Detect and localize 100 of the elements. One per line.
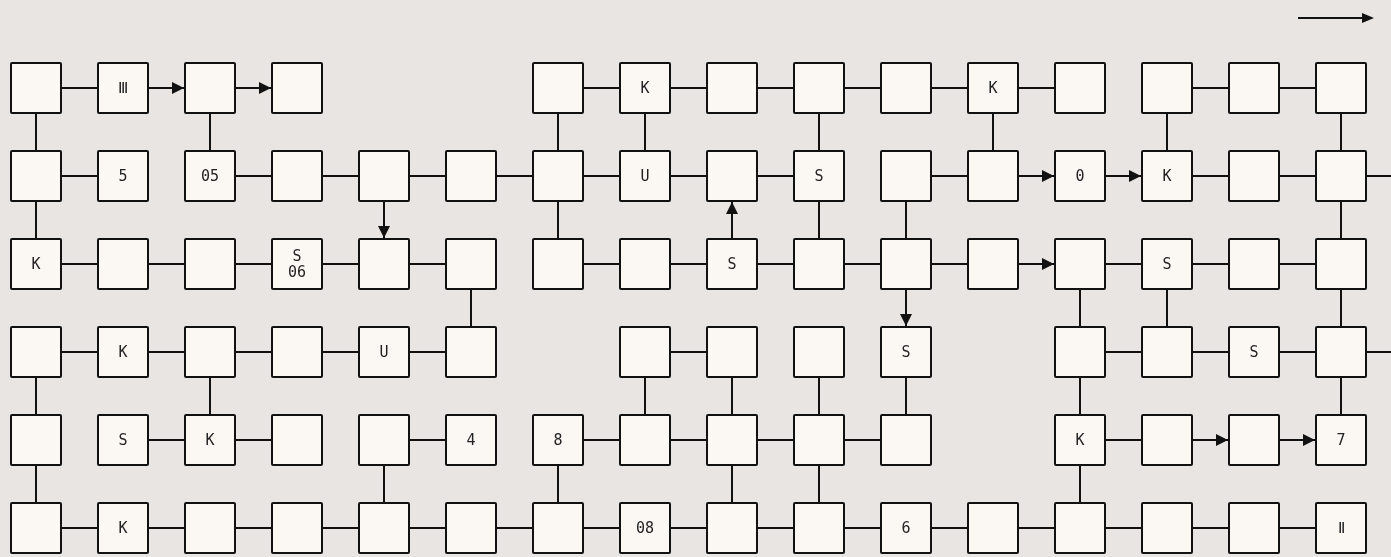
connector-line: [235, 175, 272, 177]
empty-box: [10, 62, 62, 114]
connector-line: [148, 351, 185, 353]
connector-line: [818, 113, 820, 151]
connector-line: [1018, 527, 1055, 529]
connector-line: [731, 377, 733, 415]
connector-line: [1366, 175, 1391, 177]
connector-line: [1279, 351, 1316, 353]
connector-line: [583, 439, 620, 441]
empty-box: [184, 238, 236, 290]
empty-box: [532, 62, 584, 114]
connector-line: [35, 201, 37, 239]
connector-line: [35, 465, 37, 503]
connector-line: [844, 87, 881, 89]
empty-box: [358, 502, 410, 554]
empty-box: [1228, 502, 1280, 554]
empty-box: [1141, 414, 1193, 466]
empty-box: [706, 502, 758, 554]
code-box: K: [10, 238, 62, 290]
connector-line: [670, 87, 707, 89]
code-box: K: [1141, 150, 1193, 202]
empty-box: [445, 238, 497, 290]
connector-line: [818, 377, 820, 415]
code-box: 8: [532, 414, 584, 466]
empty-box: [1228, 414, 1280, 466]
connector-line: [1279, 263, 1316, 265]
empty-box: [1141, 502, 1193, 554]
empty-box: [1315, 62, 1367, 114]
connector-line: [818, 201, 820, 239]
connector-line: [383, 465, 385, 503]
connector-line: [557, 113, 559, 151]
code-box: K: [97, 502, 149, 554]
connector-line: [1192, 87, 1229, 89]
code-box: Ⅱ: [1315, 502, 1367, 554]
connector-line: [1192, 175, 1229, 177]
empty-box: [10, 326, 62, 378]
connector-line: [757, 527, 794, 529]
connector-line: [148, 439, 185, 441]
code-box: Ⅲ: [97, 62, 149, 114]
empty-box: [880, 150, 932, 202]
code-box: K: [1054, 414, 1106, 466]
connector-line: [557, 201, 559, 239]
empty-box: [1141, 62, 1193, 114]
connector-line: [235, 263, 272, 265]
connector-line: [409, 263, 446, 265]
empty-box: [880, 62, 932, 114]
empty-box: [532, 502, 584, 554]
empty-box: [10, 502, 62, 554]
empty-box: [1228, 62, 1280, 114]
empty-box: [619, 326, 671, 378]
connector-line: [1366, 351, 1391, 353]
connector-line: [1340, 201, 1342, 239]
empty-box: [1141, 326, 1193, 378]
connector-line: [905, 201, 907, 239]
connector-line: [1079, 289, 1081, 327]
code-box: 7: [1315, 414, 1367, 466]
code-box: S: [1228, 326, 1280, 378]
connector-line: [583, 263, 620, 265]
code-box: K: [967, 62, 1019, 114]
connector-line: [1105, 263, 1142, 265]
code-box: U: [358, 326, 410, 378]
code-box: 05: [184, 150, 236, 202]
empty-box: [967, 502, 1019, 554]
connector-line: [931, 87, 968, 89]
code-box: 08: [619, 502, 671, 554]
connector-line: [670, 439, 707, 441]
connector-line: [931, 527, 968, 529]
empty-box: [706, 62, 758, 114]
connector-line: [409, 527, 446, 529]
connector-line: [583, 527, 620, 529]
empty-box: [967, 238, 1019, 290]
connector-line: [409, 439, 446, 441]
connector-line: [670, 175, 707, 177]
connector-line: [844, 527, 881, 529]
empty-box: [706, 326, 758, 378]
empty-box: [10, 150, 62, 202]
connector-line: [992, 113, 994, 151]
code-box: 4: [445, 414, 497, 466]
connector-line: [209, 113, 211, 151]
connector-line: [322, 263, 359, 265]
code-box: 0: [1054, 150, 1106, 202]
connector-line: [235, 527, 272, 529]
arrow: [1018, 170, 1055, 182]
arrow: [378, 201, 390, 239]
empty-box: [358, 414, 410, 466]
arrow: [726, 201, 738, 239]
code-box: S: [793, 150, 845, 202]
connector-line: [1079, 377, 1081, 415]
connector-line: [322, 527, 359, 529]
connector-line: [583, 175, 620, 177]
code-box: S: [1141, 238, 1193, 290]
empty-box: [358, 150, 410, 202]
empty-box: [1054, 502, 1106, 554]
empty-box: [184, 326, 236, 378]
code-box: S: [97, 414, 149, 466]
connector-line: [1340, 377, 1342, 415]
connector-line: [61, 527, 98, 529]
connector-line: [1279, 527, 1316, 529]
connector-line: [322, 175, 359, 177]
empty-box: [271, 150, 323, 202]
